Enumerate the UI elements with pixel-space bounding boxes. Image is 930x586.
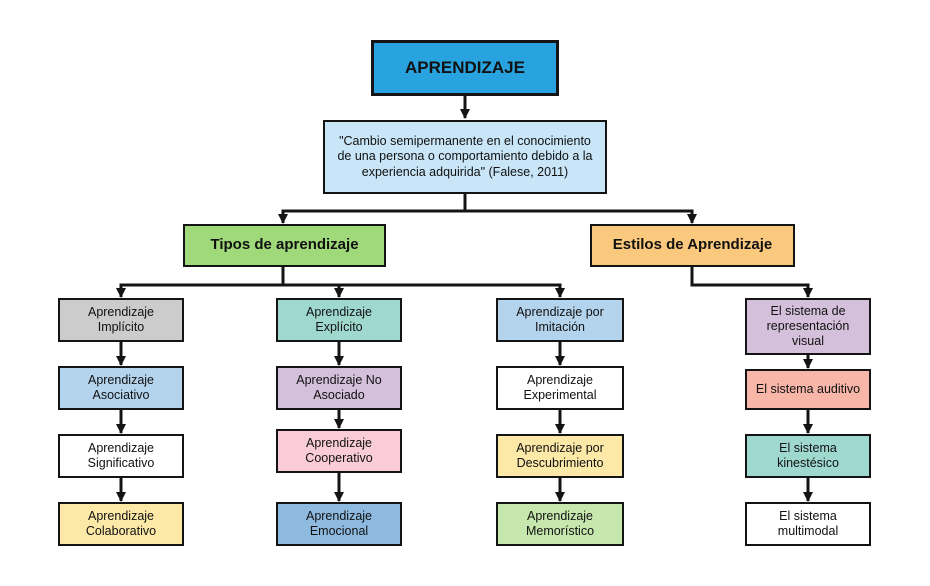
aprendizaje-colaborativo-node: Aprendizaje Colaborativo <box>58 502 184 546</box>
sistema-auditivo-node: El sistema auditivo <box>745 369 871 410</box>
arrow-definition-estilos <box>465 209 697 224</box>
aprendizaje-cooperativo-node: Aprendizaje Cooperativo <box>276 429 402 473</box>
aprendizaje-memoristico-label: Aprendizaje Memorístico <box>525 508 595 538</box>
estilos-de-aprendizaje-node: Estilos de Aprendizaje <box>590 224 795 267</box>
aprendizaje-emocional-node: Aprendizaje Emocional <box>276 502 402 546</box>
aprendizaje-no-asociado-node: Aprendizaje No Asociado <box>276 366 402 410</box>
estilos-label: Estilos de Aprendizaje <box>612 236 773 254</box>
aprendizaje-significativo-label: Aprendizaje Significativo <box>87 440 155 470</box>
sistema-multimodal-node: El sistema multimodal <box>745 502 871 546</box>
sistema-visual-label: El sistema de representación visual <box>766 303 850 349</box>
definition-text: "Cambio semipermanente en el conocimient… <box>337 134 593 179</box>
tipos-label: Tipos de aprendizaje <box>210 236 359 254</box>
title-node: APRENDIZAJE <box>371 40 559 96</box>
aprendizaje-colaborativo-label: Aprendizaje Colaborativo <box>85 508 157 538</box>
aprendizaje-significativo-node: Aprendizaje Significativo <box>58 434 184 478</box>
aprendizaje-explicito-node: Aprendizaje Explícito <box>276 298 402 342</box>
arrow-tipos-col1 <box>116 267 285 298</box>
arrow-estilos-col4 <box>690 267 813 298</box>
sistema-kinestesico-label: El sistema kinestésico <box>777 440 839 470</box>
aprendizaje-emocional-label: Aprendizaje Emocional <box>305 508 372 538</box>
aprendizaje-por-descubrimiento-node: Aprendizaje por Descubrimiento <box>496 434 624 478</box>
arrow-tipos-col3 <box>339 283 565 298</box>
aprendizaje-implicito-node: Aprendizaje Implícito <box>58 298 184 342</box>
aprendizaje-por-descubrimiento-label: Aprendizaje por Descubrimiento <box>516 440 604 470</box>
tipos-de-aprendizaje-node: Tipos de aprendizaje <box>183 224 386 267</box>
title-text: APRENDIZAJE <box>405 57 525 77</box>
aprendizaje-por-imitacion-node: Aprendizaje por Imitación <box>496 298 624 342</box>
definition-node: "Cambio semipermanente en el conocimient… <box>323 120 607 194</box>
arrow-definition-tipos <box>278 194 467 224</box>
aprendizaje-por-imitacion-label: Aprendizaje por Imitación <box>516 304 604 334</box>
aprendizaje-implicito-label: Aprendizaje Implícito <box>87 304 154 334</box>
sistema-auditivo-label: El sistema auditivo <box>755 381 861 396</box>
aprendizaje-experimental-node: Aprendizaje Experimental <box>496 366 624 410</box>
sistema-multimodal-label: El sistema multimodal <box>777 508 839 538</box>
sistema-visual-node: El sistema de representación visual <box>745 298 871 355</box>
aprendizaje-asociativo-node: Aprendizaje Asociativo <box>58 366 184 410</box>
aprendizaje-experimental-label: Aprendizaje Experimental <box>523 372 597 402</box>
aprendizaje-memoristico-node: Aprendizaje Memorístico <box>496 502 624 546</box>
aprendizaje-cooperativo-label: Aprendizaje Cooperativo <box>305 435 373 465</box>
aprendizaje-no-asociado-label: Aprendizaje No Asociado <box>296 372 382 402</box>
aprendizaje-asociativo-label: Aprendizaje Asociativo <box>87 372 154 402</box>
sistema-kinestesico-node: El sistema kinestésico <box>745 434 871 478</box>
aprendizaje-explicito-label: Aprendizaje Explícito <box>305 304 372 334</box>
